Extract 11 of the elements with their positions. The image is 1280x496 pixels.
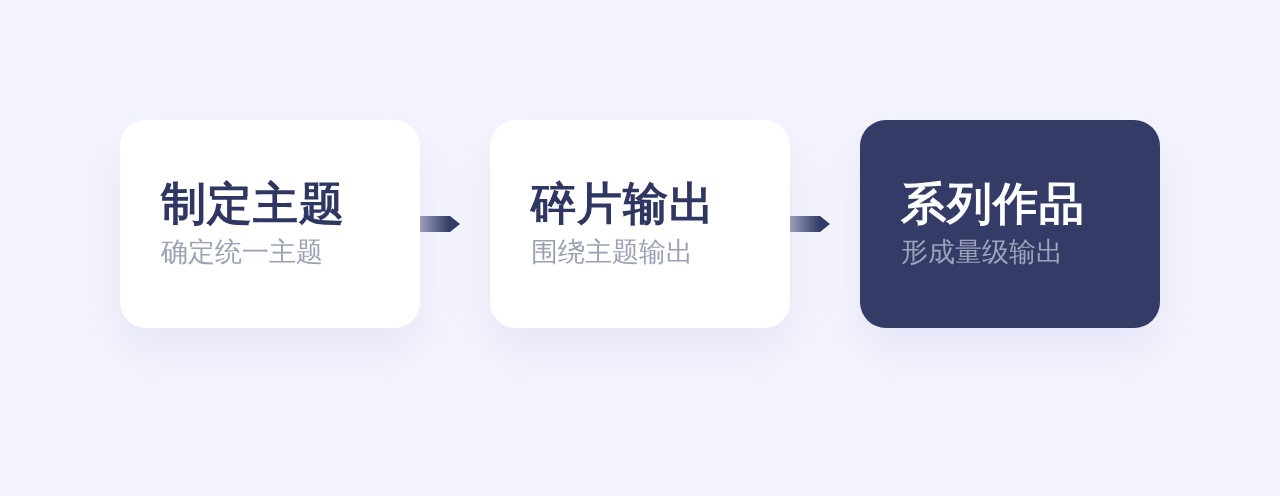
card-subtitle: 形成量级输出 (901, 236, 1063, 268)
process-card (120, 120, 420, 328)
card-title: 制定主题 (161, 178, 345, 230)
arrow (790, 216, 830, 232)
arrow (420, 216, 460, 232)
card-title: 碎片输出 (531, 178, 715, 230)
process-card (860, 120, 1160, 328)
card-title: 系列作品 (901, 178, 1085, 230)
card-subtitle: 围绕主题输出 (531, 236, 693, 268)
card-subtitle: 确定统一主题 (161, 236, 323, 268)
process-card (490, 120, 790, 328)
